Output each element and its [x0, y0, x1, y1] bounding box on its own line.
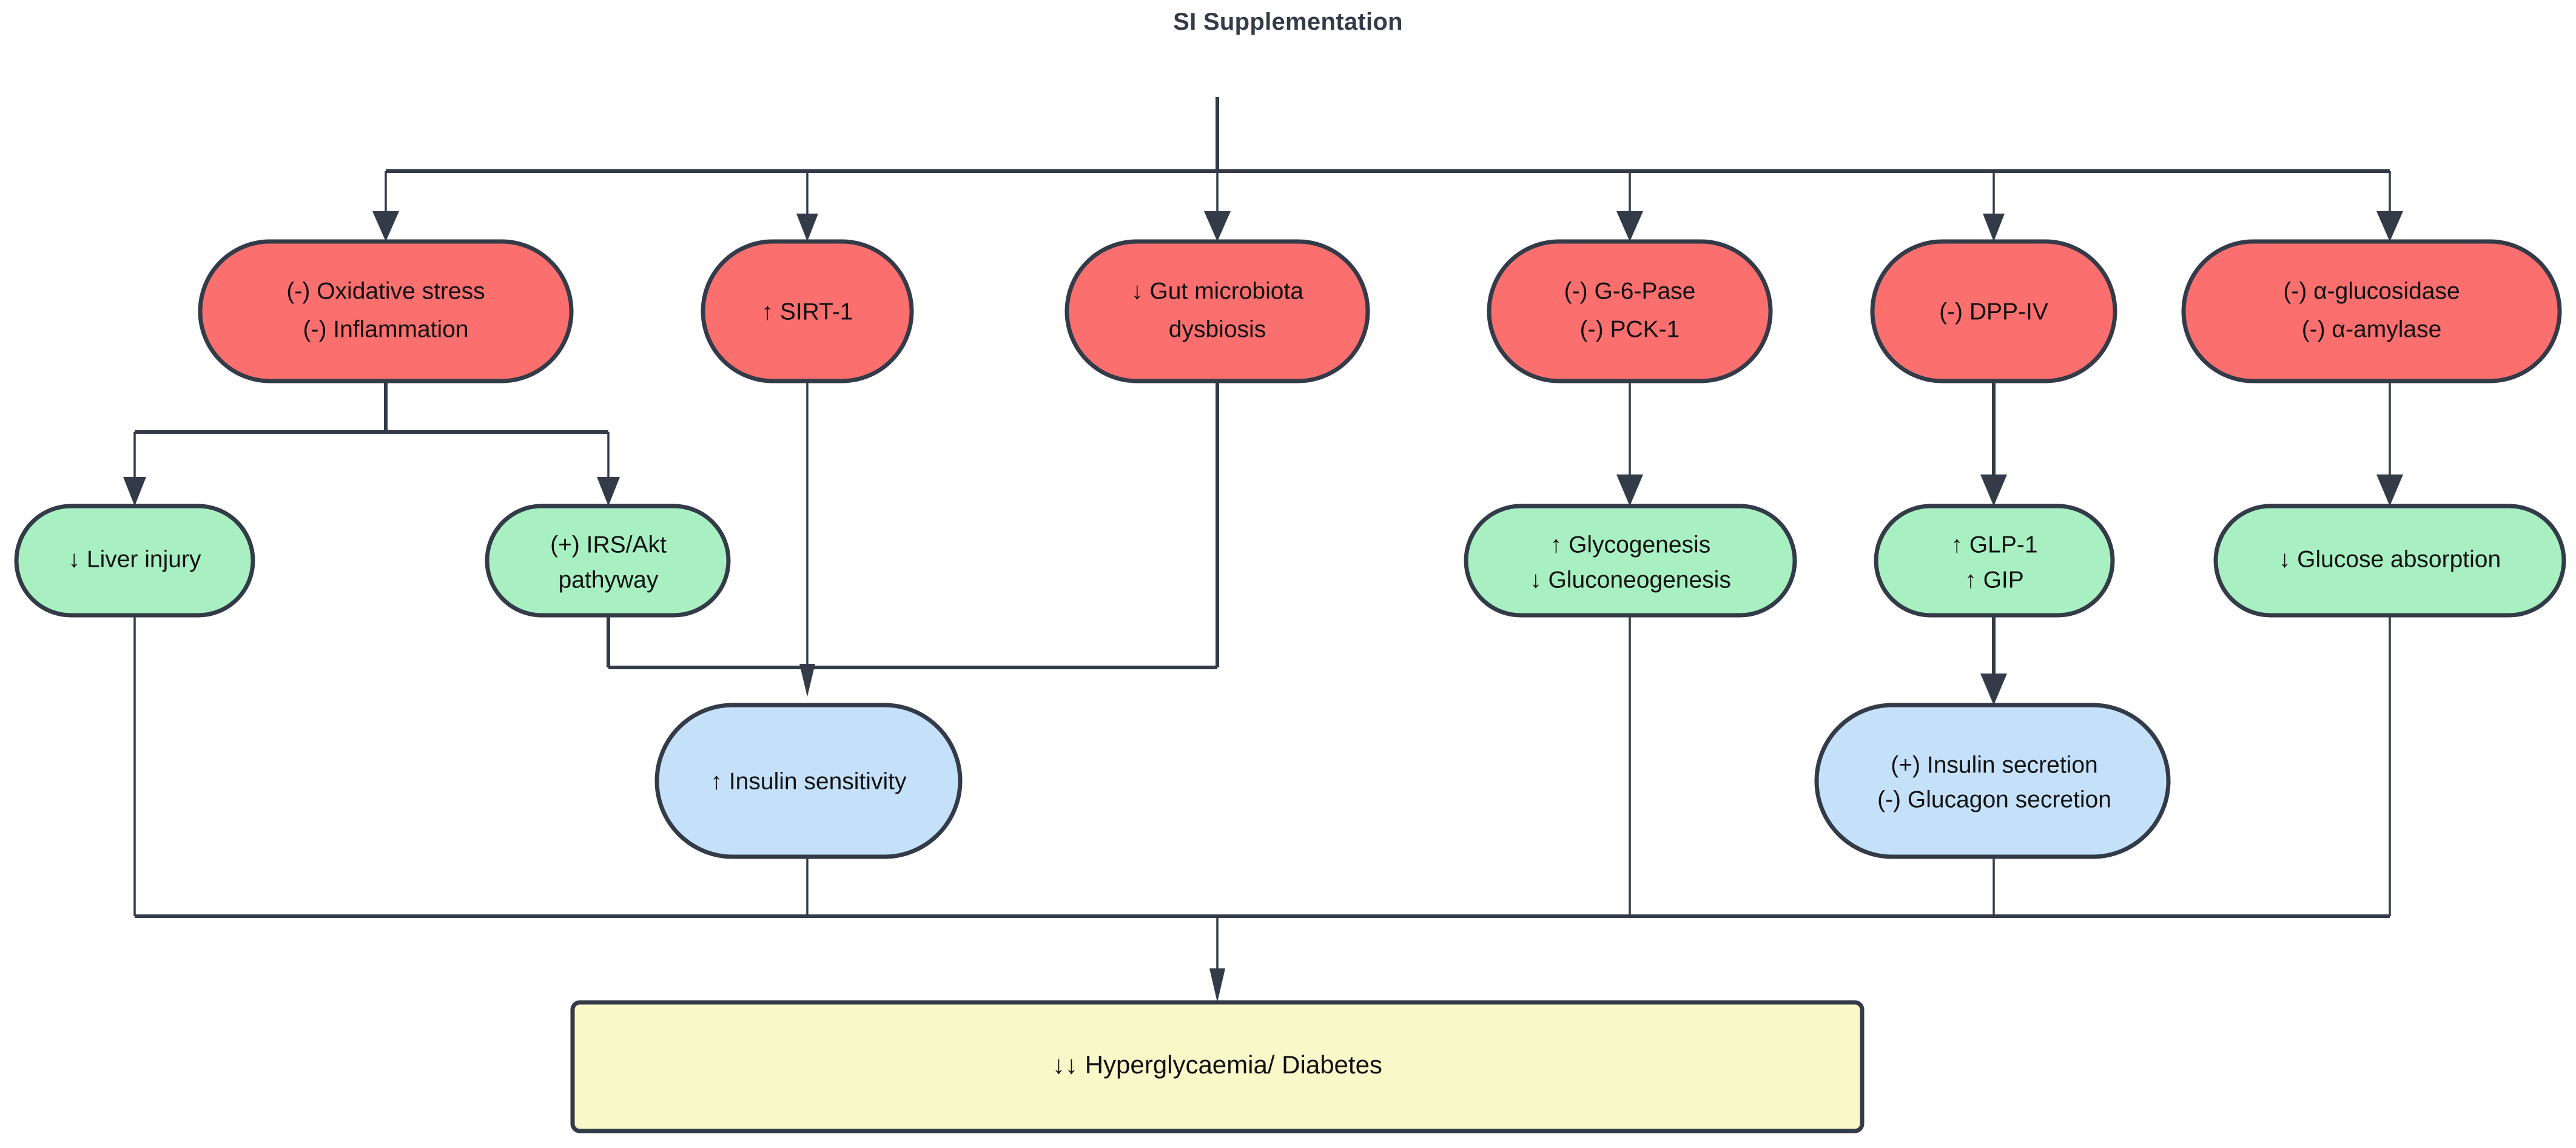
node-glp1-gip[interactable]: ↑ GLP-1 ↑ GIP [1874, 504, 2115, 618]
node-oxidative-line1: (-) Oxidative stress [286, 278, 485, 304]
arrow-root-oxidative [372, 211, 399, 241]
node-glycogenesis-gluconeogenesis[interactable]: ↑ Glycogenesis ↓ Gluconeogenesis [1464, 504, 1797, 618]
node-dppiv-line1: (-) DPP-IV [1939, 299, 2048, 325]
arrow-dppiv-glp1 [1980, 474, 2007, 506]
node-g6pase-line1: (-) G-6-Pase [1564, 278, 1696, 304]
node-g6pase-line2: (-) PCK-1 [1580, 316, 1680, 342]
node-oxidative-stress[interactable]: (-) Oxidative stress (-) Inflammation [198, 239, 574, 383]
node-glycogenesis-line2: ↓ Gluconeogenesis [1530, 567, 1731, 593]
node-gut-line2: dysbiosis [1169, 316, 1266, 342]
arrow-glp1-insulin-secretion [1980, 674, 2007, 705]
node-glucosidase-line1: (-) α-glucosidase [2283, 278, 2460, 304]
node-insulin-glucagon-secretion[interactable]: (+) Insulin secretion (-) Glucagon secre… [1814, 703, 2171, 859]
arrow-root-sirt1 [796, 214, 818, 241]
node-outcome-hyperglycaemia[interactable]: ↓↓ Hyperglycaemia/ Diabetes [570, 1000, 1865, 1133]
node-liver-line1: ↓ Liver injury [69, 546, 201, 572]
arrow-merge-outcome [1209, 968, 1225, 1002]
node-g6pase-pck1[interactable]: (-) G-6-Pase (-) PCK-1 [1487, 239, 1773, 383]
node-insulin-secretion-line1: (+) Insulin secretion [1891, 752, 2097, 778]
node-irsakt-line1: (+) IRS/Akt [550, 532, 667, 558]
arrow-root-glucosidase [2376, 211, 2403, 241]
node-liver-injury[interactable]: ↓ Liver injury [14, 504, 255, 618]
arrow-root-g6pase [1616, 211, 1643, 241]
page-title: SI Supplementation [1173, 8, 1403, 35]
node-outcome-line1: ↓↓ Hyperglycaemia/ Diabetes [1052, 1050, 1382, 1079]
node-insulin-sensitivity-line1: ↑ Insulin sensitivity [711, 768, 907, 794]
arrow-root-dppiv [1983, 214, 2005, 241]
node-glp1-line2: ↑ GIP [1965, 567, 2024, 593]
node-glp1-line1: ↑ GLP-1 [1951, 532, 2037, 558]
node-insulin-sensitivity[interactable]: ↑ Insulin sensitivity [654, 703, 963, 859]
node-glycogenesis-line1: ↑ Glycogenesis [1550, 532, 1710, 558]
node-insulin-secretion-line2: (-) Glucagon secretion [1877, 786, 2111, 812]
node-glucosidase-line2: (-) α-amylase [2302, 316, 2442, 342]
arrow-merge-insulin-sensitivity [801, 667, 814, 697]
node-alpha-glucosidase-amylase[interactable]: (-) α-glucosidase (-) α-amylase [2181, 239, 2562, 383]
node-gut-microbiota[interactable]: ↓ Gut microbiota dysbiosis [1064, 239, 1370, 383]
node-glucose-absorption[interactable]: ↓ Glucose absorption [2213, 504, 2566, 618]
node-gut-line1: ↓ Gut microbiota [1131, 278, 1303, 304]
node-dppiv[interactable]: (-) DPP-IV [1870, 239, 2117, 383]
nodes-layer: (-) Oxidative stress (-) Inflammation ↑ … [14, 239, 2566, 1133]
node-oxidative-line2: (-) Inflammation [303, 316, 468, 342]
node-sirt1[interactable]: ↑ SIRT-1 [701, 239, 914, 383]
arrow-g6pase-glycogenesis [1616, 474, 1643, 506]
node-irs-akt-pathway[interactable]: (+) IRS/Akt pathyway [485, 504, 731, 618]
arrow-glucosidase-glucose-absorption [2376, 474, 2403, 506]
node-sirt1-line1: ↑ SIRT-1 [762, 299, 853, 325]
node-irsakt-line2: pathyway [559, 567, 659, 593]
arrow-root-gut [1204, 211, 1231, 241]
arrow-oxidative-liver [123, 477, 146, 506]
edges-layer [123, 97, 2403, 1002]
node-glucose-absorption-line1: ↓ Glucose absorption [2279, 546, 2501, 572]
arrow-oxidative-irsakt [597, 477, 620, 506]
